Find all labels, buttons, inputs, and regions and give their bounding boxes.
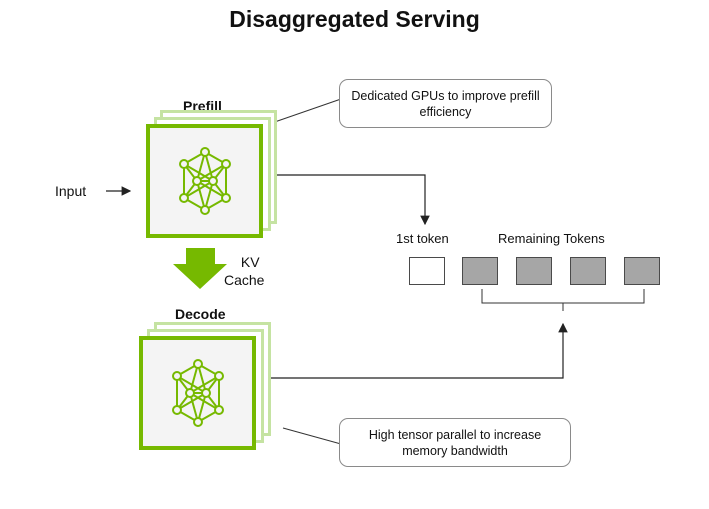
decode-to-remaining-tokens-arrow xyxy=(268,322,568,379)
prefill-gpu-card xyxy=(146,124,263,238)
prefill-to-first-token-arrow xyxy=(268,174,430,226)
decode-label: Decode xyxy=(175,306,226,322)
input-label: Input xyxy=(55,183,87,199)
decode-callout-leader xyxy=(282,427,342,445)
kv-cache-label-line1: KV xyxy=(240,254,260,270)
remaining-tokens-bracket xyxy=(481,289,645,311)
kv-cache-arrow xyxy=(173,248,227,289)
remaining-tokens-label: Remaining Tokens xyxy=(498,231,605,246)
decode-gpu-card xyxy=(139,336,256,450)
decode-callout: High tensor parallel to increase memory … xyxy=(339,418,571,467)
remaining-token-box xyxy=(462,257,498,285)
kv-cache-label-line2: Cache xyxy=(224,272,265,288)
remaining-token-box xyxy=(516,257,552,285)
neural-network-icon xyxy=(171,359,224,427)
prefill-callout-leader xyxy=(265,98,342,126)
first-token-box xyxy=(409,257,445,285)
remaining-token-box xyxy=(570,257,606,285)
neural-network-icon xyxy=(178,147,231,215)
diagram-title: Disaggregated Serving xyxy=(229,6,480,32)
kv-cache-label: KV Cache xyxy=(224,253,264,289)
prefill-callout: Dedicated GPUs to improve prefill effici… xyxy=(339,79,552,128)
remaining-token-box xyxy=(624,257,660,285)
first-token-label: 1st token xyxy=(396,231,449,246)
